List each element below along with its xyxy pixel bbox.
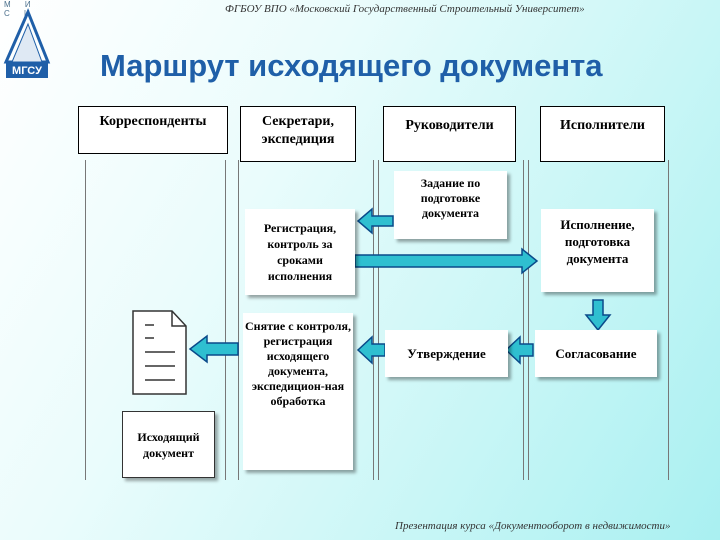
box-signoff: Утверждение [385,330,508,377]
box-removal: Снятие с контроля, регистрация исходящег… [243,313,353,470]
box-execution: Исполнение, подготовка документа [541,209,654,292]
lane-line [238,160,239,480]
box-registration: Регистрация, контроль за сроками исполне… [245,209,355,295]
arrow-execution-to-approval [584,299,612,332]
column-header-executors: Исполнители [540,106,665,162]
university-logo: МГСУ [3,8,51,78]
arrow-removal-to-document [188,334,239,364]
column-header-correspondents: Корреспонденты [78,106,228,154]
lane-line [85,160,86,480]
arrow-registration-to-execution [354,247,539,275]
arrow-task-to-registration [356,207,394,235]
arrow-approval-to-signoff [504,335,534,365]
document-icon [132,310,187,395]
logo-letters: М И С И [4,0,37,18]
logo-badge: МГСУ [12,65,42,77]
lane-line [373,160,374,480]
arrow-signoff-to-removal [356,335,386,365]
lane-line [523,160,524,480]
header-organization: ФГБОУ ВПО «Московский Государственный Ст… [225,3,585,15]
lane-line [378,160,379,480]
column-header-secretaries: Секретари, экспедиция [240,106,356,162]
box-approval: Согласование [535,330,657,377]
lane-line [225,160,226,480]
box-outgoing-document: Исходящий документ [122,411,215,478]
lane-line [528,160,529,480]
page-title: Маршрут исходящего документа [100,48,603,83]
column-header-managers: Руководители [383,106,516,162]
lane-line [668,160,669,480]
box-task: Задание по подготовке документа [394,171,507,239]
footer-course: Презентация курса «Документооборот в нед… [395,520,671,532]
